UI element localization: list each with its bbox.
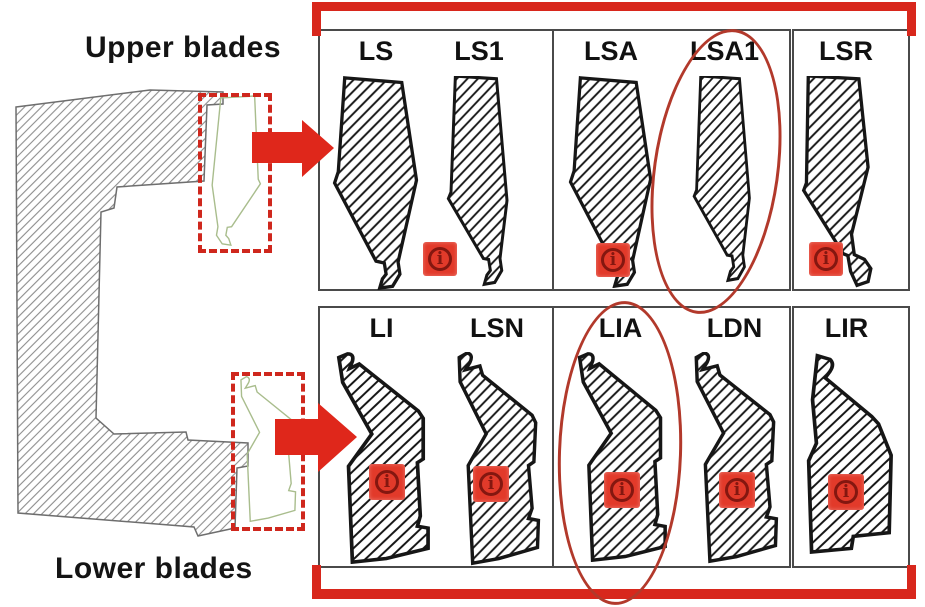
info-icon[interactable]: i (369, 464, 405, 500)
info-icon[interactable]: i (828, 474, 864, 510)
blade-label: LSN (470, 313, 524, 343)
blade-ldn-profile (694, 352, 779, 564)
info-glyph: i (834, 480, 858, 504)
blade-label: LS (358, 36, 394, 66)
blade-li: LI (333, 312, 430, 564)
blade-li-profile (336, 352, 430, 564)
blade-lsn: LSN (452, 312, 542, 566)
red-frame-top-bar (312, 2, 916, 11)
info-glyph: i (725, 478, 749, 502)
upper-blades-title: Upper blades (85, 31, 282, 64)
blade-lsa-profile (568, 76, 653, 288)
blade-label: LIR (824, 313, 869, 343)
info-glyph: i (610, 478, 634, 502)
blade-lsa1: LSA1 (690, 34, 760, 284)
info-icon[interactable]: i (423, 242, 457, 276)
blade-label: LS1 (454, 36, 504, 66)
blade-label: LSA1 (690, 36, 760, 66)
blade-lsr-profile (801, 76, 873, 288)
info-glyph: i (601, 248, 625, 272)
blade-ls1-profile (446, 76, 509, 287)
upper-blade-highlight-box (198, 93, 272, 253)
blade-lsr: LSR (800, 34, 892, 290)
info-glyph: i (479, 472, 503, 496)
info-icon[interactable]: i (719, 472, 755, 508)
red-frame-top-right-stub (907, 2, 916, 36)
info-glyph: i (428, 247, 452, 271)
red-frame-bottom-left-stub (312, 565, 321, 599)
blade-label: LSA (584, 36, 638, 66)
blade-ls1: LS1 (444, 34, 514, 288)
blade-lsn-profile (457, 352, 541, 566)
blade-ls: LS (330, 34, 422, 290)
blade-lia: LIA (574, 312, 667, 562)
info-glyph: i (814, 247, 838, 271)
red-frame-top-left-stub (312, 2, 321, 36)
blade-lir-profile (806, 353, 893, 554)
blade-label: LI (369, 313, 394, 343)
blade-ls-profile (332, 76, 419, 290)
machine-profile (15, 89, 249, 537)
red-frame-bottom-right-stub (907, 565, 916, 599)
blade-lir: LIR (798, 312, 895, 564)
blade-lsa1-profile (692, 76, 751, 283)
blade-label: LDN (706, 313, 763, 343)
blade-lsa: LSA (566, 34, 656, 288)
lower-blade-green-outline (241, 377, 296, 522)
upper-blade-green-outline (212, 96, 260, 245)
red-frame-bottom-bar (312, 589, 916, 599)
blade-lia-profile (577, 352, 667, 562)
info-icon[interactable]: i (473, 466, 509, 502)
blade-label: LIA (598, 313, 643, 343)
lower-blade-highlight-box (231, 372, 305, 531)
info-icon[interactable]: i (809, 242, 843, 276)
info-glyph: i (375, 470, 399, 494)
info-icon[interactable]: i (596, 243, 630, 277)
blade-label: LSR (819, 36, 873, 66)
lower-blades-title: Lower blades (55, 552, 253, 585)
blade-ldn: LDN (689, 312, 780, 564)
info-icon[interactable]: i (604, 472, 640, 508)
